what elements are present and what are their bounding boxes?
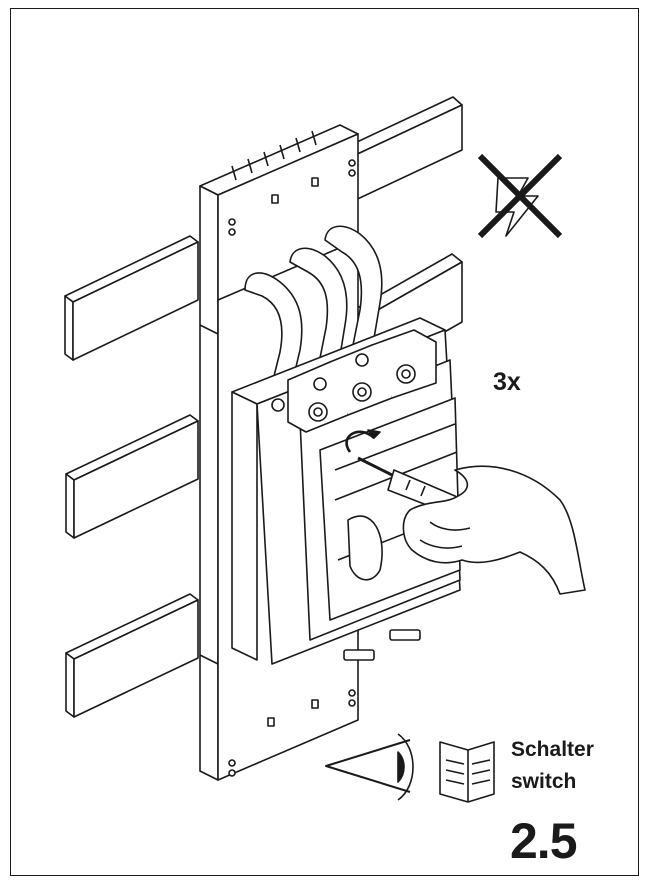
no-voltage-icon (477, 153, 563, 239)
rotation-arrowhead (367, 429, 381, 439)
connection-links (244, 225, 383, 393)
hand (402, 465, 586, 595)
eye-icon (325, 733, 414, 801)
step-number: 2.5 (510, 813, 578, 869)
chassis-screws (228, 159, 356, 777)
circuit-breaker (231, 317, 461, 665)
manual-book-icon (439, 741, 495, 803)
busbar-left-upper (64, 235, 199, 361)
busbar-left-lower (65, 593, 199, 718)
busbar-left-middle (65, 414, 199, 539)
reference-label-en: switch (511, 770, 577, 793)
repeat-count-label: 3x (493, 368, 521, 396)
reference-label-de: Schalter (511, 738, 594, 761)
terminal-blocks (271, 329, 437, 433)
rotation-arrow (345, 430, 375, 453)
